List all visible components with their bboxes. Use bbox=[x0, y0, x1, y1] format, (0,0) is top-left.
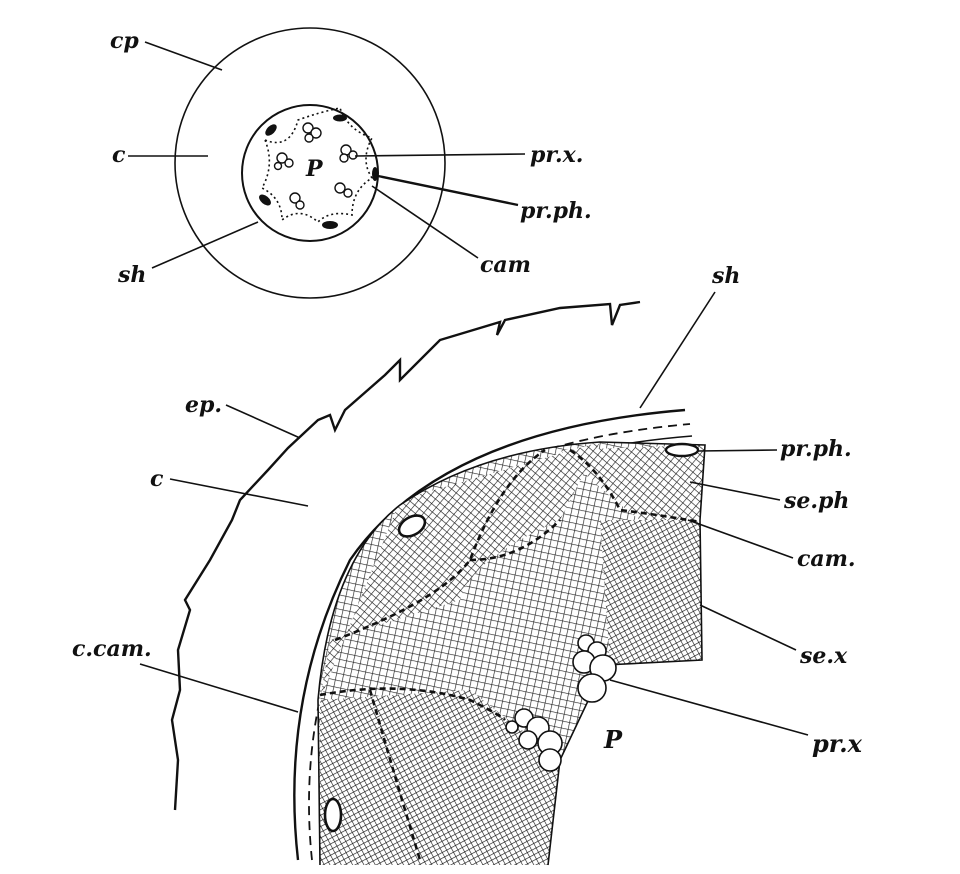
label-sh-bottom: sh bbox=[711, 263, 740, 289]
cambium-dashes bbox=[319, 448, 701, 861]
label-cp: cp bbox=[110, 28, 139, 54]
label-P-top: P bbox=[305, 156, 324, 182]
label-se-x: se.x bbox=[799, 643, 848, 669]
shield-outer-line bbox=[293, 408, 686, 861]
top-cross-section: cp c sh P pr.x. pr.ph. cam bbox=[110, 27, 592, 299]
label-pr-ph-top: pr.ph. bbox=[520, 198, 592, 224]
bottom-section-detail: sh ep. c c.cam. pr.ph. se.ph cam. se.x p… bbox=[72, 263, 863, 866]
phloem-cap-bottom bbox=[323, 797, 343, 833]
label-ep: ep. bbox=[185, 392, 222, 418]
label-P-bottom: P bbox=[603, 725, 623, 754]
phloem-cap-left bbox=[397, 514, 427, 538]
phloem-cap-top bbox=[664, 442, 700, 458]
epidermis-outline bbox=[170, 300, 641, 811]
wedge-outline bbox=[317, 441, 706, 866]
stele-circle bbox=[241, 104, 379, 242]
label-pr-x-bottom: pr.x bbox=[812, 729, 863, 758]
label-c-cam: c.cam. bbox=[72, 636, 152, 662]
label-cam-bottom: cam. bbox=[797, 546, 856, 572]
xylem-groups bbox=[273, 122, 358, 210]
vascular-tissue bbox=[318, 442, 705, 865]
label-sh: sh bbox=[117, 262, 146, 288]
label-c-bottom: c bbox=[150, 466, 164, 492]
label-pr-x-top: pr.x. bbox=[530, 142, 583, 168]
phloem-groups bbox=[259, 114, 378, 229]
label-pr-ph-bottom: pr.ph. bbox=[780, 436, 852, 462]
protoxylem-bubbles bbox=[505, 634, 617, 772]
inner-dotted-outline bbox=[260, 107, 374, 224]
label-c: c bbox=[112, 142, 126, 168]
outer-cortex-circle bbox=[174, 27, 446, 299]
label-se-ph: se.ph bbox=[783, 488, 849, 514]
label-cam-top: cam bbox=[480, 252, 531, 278]
